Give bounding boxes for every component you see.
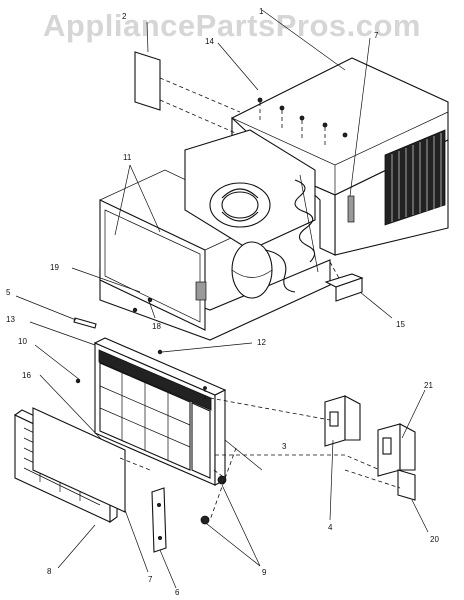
screw-icon xyxy=(322,122,328,128)
screw-icon xyxy=(75,378,81,384)
part-9-knobs xyxy=(200,447,261,567)
callout-20: 20 xyxy=(430,535,439,544)
callout-13: 13 xyxy=(6,315,15,324)
screw-icon xyxy=(132,307,138,313)
part-20-bracket xyxy=(397,469,429,533)
callout-12: 12 xyxy=(257,338,266,347)
callout-18: 18 xyxy=(152,322,161,331)
callout-21: 21 xyxy=(424,381,433,390)
part-7-filter xyxy=(32,407,151,573)
cabinet-rear-grille xyxy=(384,129,446,226)
part-6-strip xyxy=(151,487,177,589)
watermark-text: AppliancePartsPros.com xyxy=(43,8,421,43)
part-21-bracket xyxy=(377,389,426,477)
part-15-bracket xyxy=(324,261,393,319)
screw-icon xyxy=(342,132,348,138)
callout-4: 4 xyxy=(328,523,333,532)
screw-icon xyxy=(279,105,285,111)
callout-3: 3 xyxy=(282,442,287,451)
callout-2: 2 xyxy=(122,12,127,21)
screw-icon xyxy=(157,349,163,355)
part-13-front-panel xyxy=(29,321,263,486)
screw-icon xyxy=(299,115,305,121)
callout-9: 9 xyxy=(262,568,267,577)
callout-16: 16 xyxy=(22,371,31,380)
callout-5: 5 xyxy=(6,288,11,297)
callout-8: 8 xyxy=(47,567,52,576)
callout-labels: 1 2 3 4 5 6 7 7 8 9 10 11 12 13 14 15 16… xyxy=(6,7,439,597)
knob-icon xyxy=(217,475,227,485)
callout-15: 15 xyxy=(396,320,405,329)
chassis-assembly xyxy=(71,129,331,341)
part-4-bracket xyxy=(324,395,361,521)
screw-icon xyxy=(257,97,263,103)
knob-icon xyxy=(200,515,210,525)
callout-11: 11 xyxy=(123,153,132,162)
part-5-rod xyxy=(15,295,97,329)
callout-7-top: 7 xyxy=(374,31,379,40)
callout-14: 14 xyxy=(205,37,214,46)
callout-1: 1 xyxy=(259,7,264,16)
part-2-panel xyxy=(134,21,161,111)
callout-10: 10 xyxy=(18,337,27,346)
callout-19: 19 xyxy=(50,263,59,272)
callout-6: 6 xyxy=(175,588,180,597)
callout-7-bottom: 7 xyxy=(148,575,153,584)
